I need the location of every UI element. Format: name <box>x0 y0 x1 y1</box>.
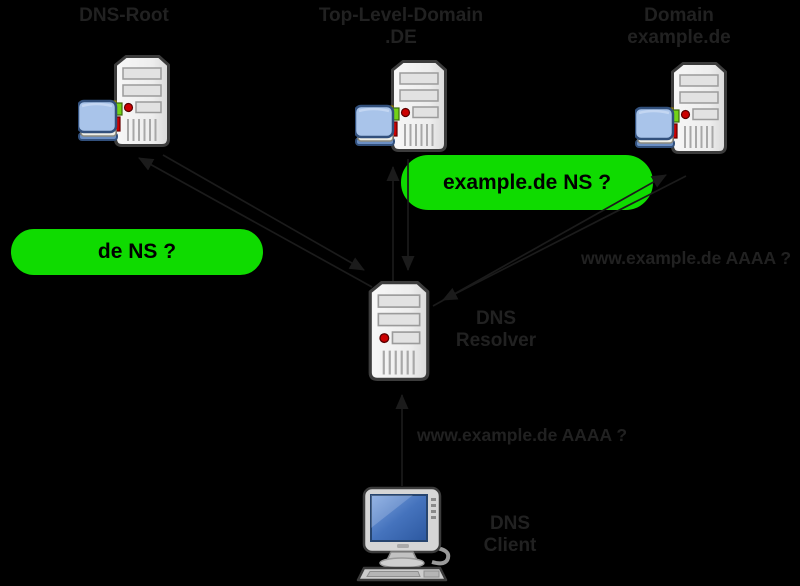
client-label-line1: DNS <box>489 513 531 534</box>
dns-root-server-icon <box>78 55 170 147</box>
zone-book-icon <box>355 104 401 147</box>
domain-server-icon <box>635 62 727 154</box>
server-tower-icon <box>391 60 447 152</box>
desktop-computer-icon <box>358 488 448 580</box>
domain-label: Domain example.de <box>627 5 731 49</box>
resolver-label-line2: Resolver <box>455 330 537 351</box>
server-tower-icon <box>370 283 428 380</box>
client-computer-icon <box>350 486 458 584</box>
zone-book-icon <box>635 106 681 149</box>
client-label-line2: Client <box>483 535 537 556</box>
aaaa-query-label-domain: www.example.de AAAA ? <box>580 248 792 268</box>
zone-book-icon <box>78 99 124 142</box>
domain-label-line1: Domain <box>644 5 714 26</box>
dns-root-label: DNS-Root <box>79 5 169 27</box>
tld-label-line2: .DE <box>385 27 417 48</box>
server-tower-icon <box>114 55 170 147</box>
domain-label-line2: example.de <box>627 27 731 48</box>
query-bubble-de-ns: de NS ? <box>8 226 266 278</box>
query-bubble-de-ns-text: de NS ? <box>97 240 177 263</box>
tld-server-icon <box>355 60 447 152</box>
resolver-server-icon <box>368 281 430 381</box>
client-label: DNS Client <box>484 513 537 557</box>
aaaa-query-label-client: www.example.de AAAA ? <box>416 425 628 445</box>
resolver-label: DNS Resolver <box>456 308 536 352</box>
tld-label-line1: Top-Level-Domain <box>318 5 484 26</box>
query-bubble-example-ns: example.de NS ? <box>398 152 656 213</box>
query-bubble-example-ns-text: example.de NS ? <box>442 170 612 194</box>
tld-label: Top-Level-Domain .DE <box>319 5 483 49</box>
dns-root-label-line1: DNS-Root <box>79 5 169 26</box>
server-tower-icon <box>671 62 727 154</box>
resolver-label-line1: DNS <box>475 308 517 329</box>
